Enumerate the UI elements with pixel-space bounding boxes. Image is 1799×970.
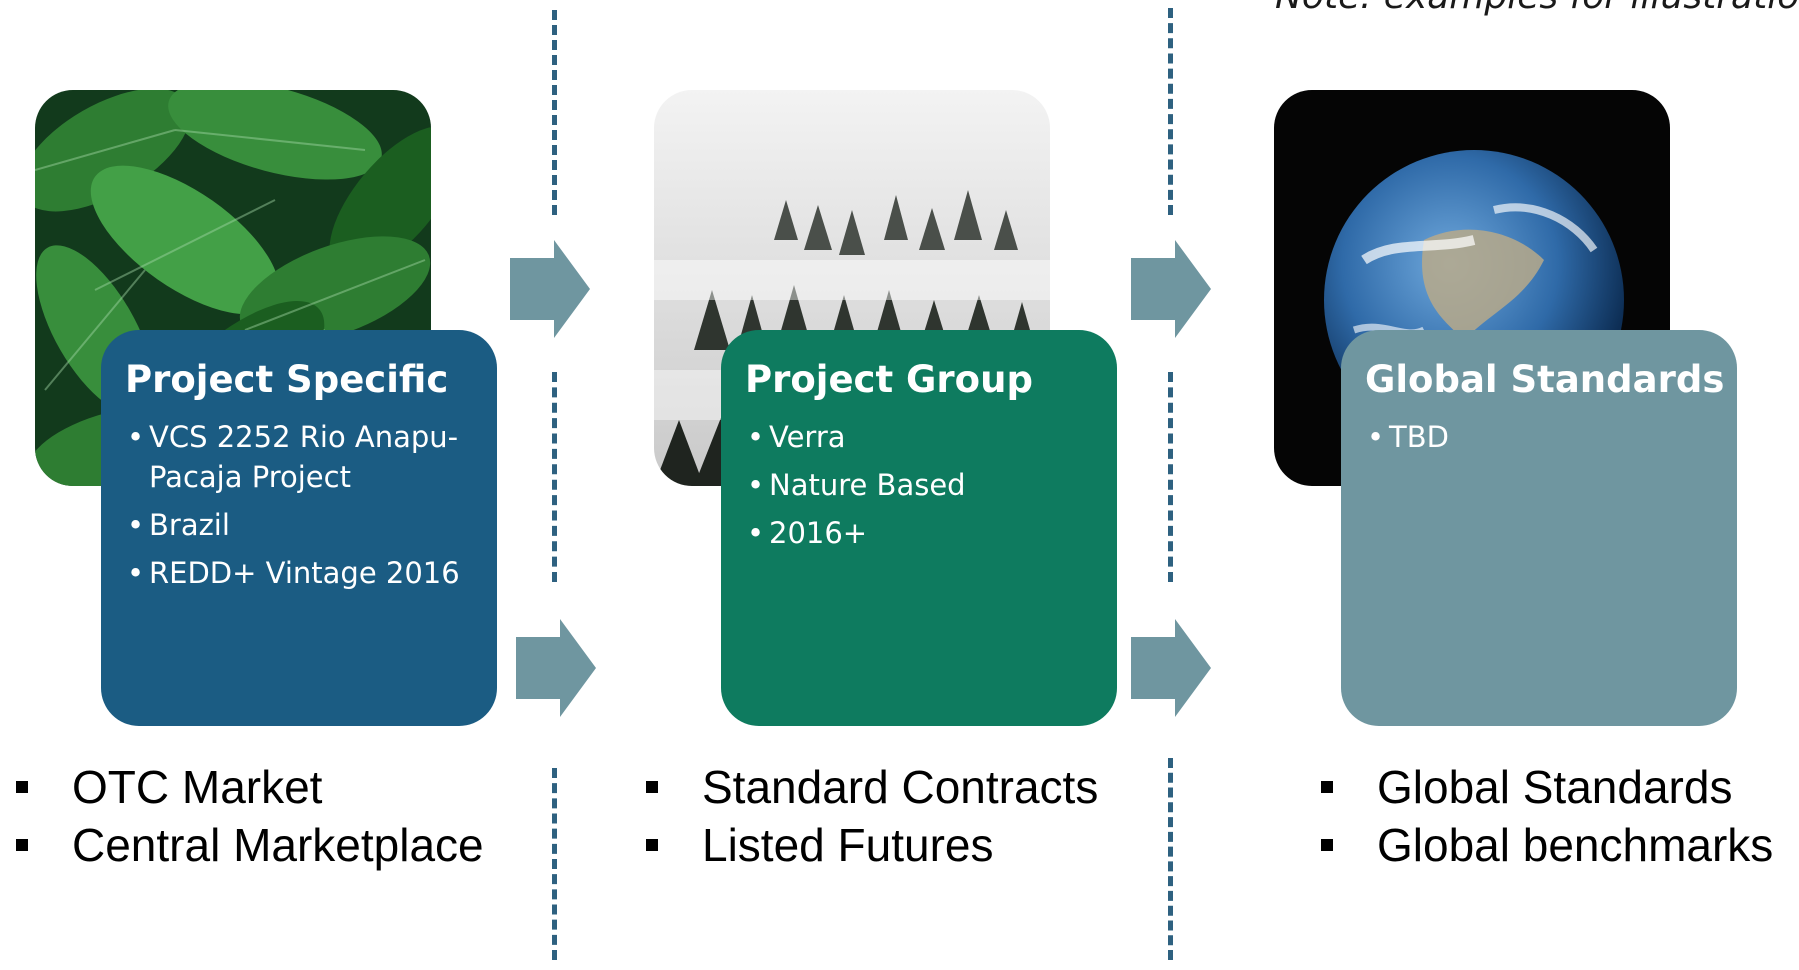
market-item: Standard Contracts <box>644 758 1098 816</box>
market-list-1: OTC Market Central Marketplace <box>14 758 484 874</box>
divider-1-bottom <box>552 768 557 960</box>
card-bullet: REDD+ Vintage 2016 <box>125 553 473 593</box>
card-bullet: VCS 2252 Rio Anapu-Pacaja Project <box>125 417 473 497</box>
card-bullet: TBD <box>1365 417 1713 457</box>
card-bullet-list: TBD <box>1365 417 1713 457</box>
illustration-note: Note: examples for illustration <box>1275 0 1799 17</box>
arrow-right-icon <box>1131 619 1211 717</box>
card-title: Project Specific <box>125 358 449 401</box>
card-bullet: Brazil <box>125 505 473 545</box>
divider-2-top <box>1168 8 1173 215</box>
market-item: Global Standards <box>1319 758 1773 816</box>
card-global-standards: Global Standards TBD <box>1341 330 1737 726</box>
arrow-right-icon <box>516 619 596 717</box>
market-list-2: Standard Contracts Listed Futures <box>644 758 1098 874</box>
divider-1-top <box>552 10 557 215</box>
card-title: Global Standards <box>1365 358 1725 401</box>
market-item: Central Marketplace <box>14 816 484 874</box>
arrow-right-icon <box>1131 240 1211 338</box>
card-bullet-list: VCS 2252 Rio Anapu-Pacaja Project Brazil… <box>125 417 473 593</box>
card-bullet: Nature Based <box>745 465 1093 505</box>
market-item: Global benchmarks <box>1319 816 1773 874</box>
card-project-group: Project Group Verra Nature Based 2016+ <box>721 330 1117 726</box>
divider-2-bottom <box>1168 758 1173 960</box>
divider-1-middle <box>552 372 557 582</box>
divider-2-middle <box>1168 372 1173 582</box>
card-bullet: 2016+ <box>745 513 1093 553</box>
arrow-right-icon <box>510 240 590 338</box>
card-bullet-list: Verra Nature Based 2016+ <box>745 417 1093 553</box>
card-project-specific: Project Specific VCS 2252 Rio Anapu-Paca… <box>101 330 497 726</box>
market-item: OTC Market <box>14 758 484 816</box>
card-bullet: Verra <box>745 417 1093 457</box>
card-title: Project Group <box>745 358 1033 401</box>
market-list-3: Global Standards Global benchmarks <box>1319 758 1773 874</box>
market-item: Listed Futures <box>644 816 1098 874</box>
